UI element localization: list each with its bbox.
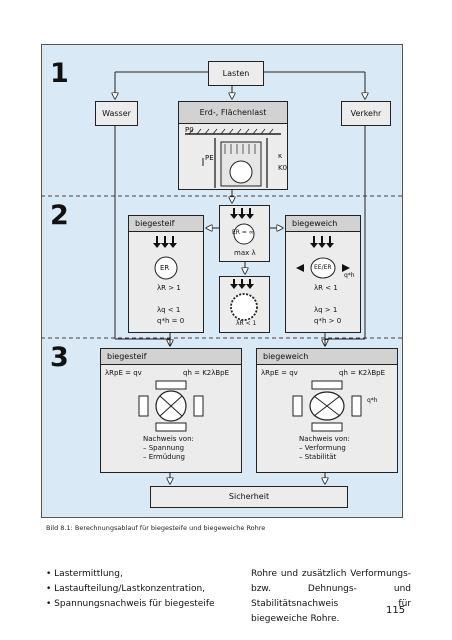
- nachweis-left-item-2: – Ermüdung: [143, 453, 185, 461]
- box-lambda-lt1: λR < 1: [219, 276, 270, 333]
- box-wasser-label: Wasser: [102, 109, 131, 118]
- box-lasten: Lasten: [208, 61, 264, 86]
- formula-right-2: qh = K2λBpE: [339, 369, 386, 377]
- page-number: 115: [386, 605, 406, 616]
- box-biegeweich-3-label: biegeweich: [257, 349, 397, 365]
- bullet-item: • Lastaufteilung/Lastkonzentration,: [46, 584, 206, 594]
- label-lambda-r-lt1-mid: λR < 1: [236, 320, 257, 327]
- rigid-pipe-loads-illustration: [138, 380, 204, 432]
- box-biegesteif-2: biegesteif ER λR > 1 λq < 1 q*h = 0: [128, 215, 204, 333]
- box-erd-flaechenlast: Erd-, Flächenlast P0 PE κ K0: [178, 101, 288, 190]
- formula-right-1: λRpE = qv: [261, 369, 298, 377]
- box-biegesteif-3: biegesteif λRpE = qv qh = K2λBpE Nachwei…: [100, 348, 242, 473]
- label-k0: K0: [278, 164, 288, 172]
- bullet-item: • Lastermittlung,: [46, 569, 123, 579]
- box-lasten-label: Lasten: [222, 69, 250, 78]
- label-qh-gt0: q*h > 0: [314, 317, 342, 325]
- label-kappa: κ: [278, 152, 283, 160]
- label-er-inf: ER = ∞: [232, 229, 254, 236]
- section-number-3: 3: [50, 342, 69, 373]
- label-qh-sec3: q*h: [367, 397, 378, 404]
- label-pe: PE: [205, 154, 214, 162]
- box-erd-label: Erd-, Flächenlast: [179, 102, 287, 124]
- flexible-pipe-illustration: [296, 236, 350, 279]
- label-lambda-q-lt1: λq < 1: [157, 306, 181, 314]
- box-verkehr-label: Verkehr: [350, 109, 382, 118]
- nachweis-left-item-1: – Spannung: [143, 444, 185, 452]
- body-text-right: Rohre und zusätzlich Verformungs- bzw. D…: [251, 569, 411, 624]
- label-qh-right: q*h: [344, 272, 355, 279]
- figure-caption: Bild 8.1: Berechnungsablauf für biegeste…: [46, 524, 266, 532]
- lambda-lt1-illustration: [230, 279, 258, 321]
- box-biegeweich-2-label: biegeweich: [286, 216, 360, 232]
- label-lambda-q-gt1: λq > 1: [314, 306, 338, 314]
- soil-pipe-illustration: [185, 128, 281, 188]
- section-number-2: 2: [50, 200, 69, 231]
- box-wasser: Wasser: [95, 101, 138, 126]
- box-biegeweich-2: biegeweich EE/ER q*h λR < 1 λq > 1 q*h >…: [285, 215, 361, 333]
- label-lambda-r-lt1: λR < 1: [314, 284, 338, 292]
- box-biegeweich-3: biegeweich λRpE = qv qh = K2λBpE q*h Nac…: [256, 348, 398, 473]
- box-verkehr: Verkehr: [341, 101, 391, 126]
- box-biegesteif-3-label: biegesteif: [101, 349, 241, 365]
- formula-left-2: qh = K2λBpE: [183, 369, 230, 377]
- nachweis-right-title: Nachweis von:: [299, 435, 350, 443]
- box-sicherheit-label: Sicherheit: [228, 492, 270, 501]
- nachweis-right: Nachweis von: – Verformung – Stabilität: [299, 435, 350, 462]
- nachweis-right-item-1: – Verformung: [299, 444, 346, 452]
- box-sicherheit: Sicherheit: [150, 486, 348, 508]
- infinite-stiffness-illustration: [230, 208, 255, 245]
- label-max-lambda: max λ: [234, 249, 256, 257]
- label-ee-er: EE/ER: [314, 264, 332, 271]
- label-er-left: ER: [160, 264, 170, 272]
- label-lambda-r-gt1: λR > 1: [157, 284, 181, 292]
- formula-left-1: λRpE = qv: [105, 369, 142, 377]
- label-p0: P0: [185, 126, 194, 134]
- bullet-item: • Spannungsnachweis für biegesteife: [46, 599, 215, 609]
- label-qh-eq0: q*h = 0: [157, 317, 185, 325]
- flexible-pipe-loads-illustration: [292, 380, 362, 432]
- rigid-pipe-illustration: [153, 236, 178, 280]
- box-biegesteif-2-label: biegesteif: [129, 216, 203, 232]
- section-number-1: 1: [50, 58, 69, 89]
- box-er-infinity: ER = ∞ max λ: [219, 205, 270, 262]
- nachweis-left-title: Nachweis von:: [143, 435, 194, 443]
- nachweis-right-item-2: – Stabilität: [299, 453, 337, 461]
- nachweis-left: Nachweis von: – Spannung – Ermüdung: [143, 435, 194, 462]
- bullet-list: • Lastermittlung, • Lastaufteilung/Lastk…: [46, 567, 215, 612]
